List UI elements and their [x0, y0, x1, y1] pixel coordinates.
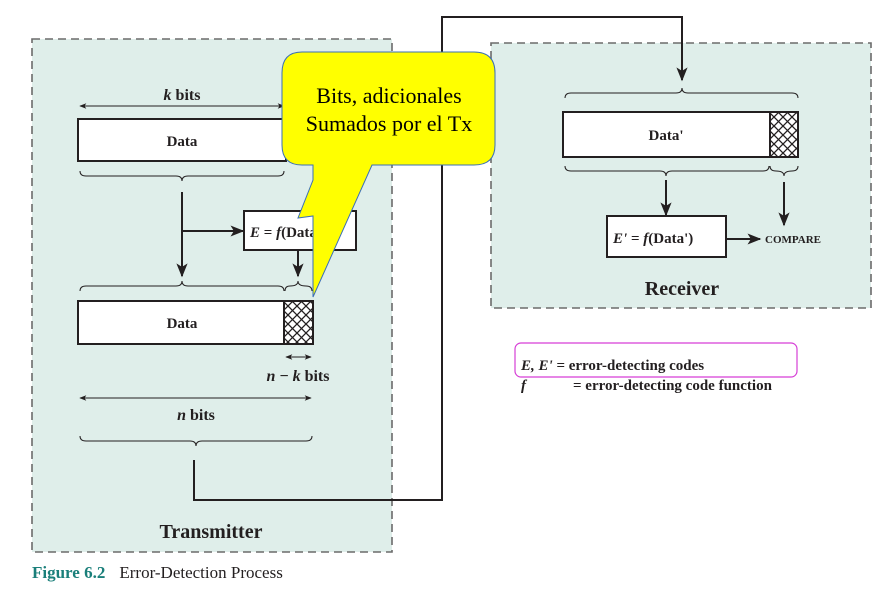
callout-bubble: Bits, adicionales Sumados por el Tx [281, 51, 496, 298]
codeword-data-brace [79, 280, 285, 292]
n-bits-label: n bits [177, 407, 215, 424]
n-bits-brace [79, 435, 313, 447]
received-check-brace [769, 165, 799, 177]
received-check-bits [769, 111, 799, 158]
callout-line-1: Bits, adicionales [316, 83, 461, 108]
callout-line-2: Sumados por el Tx [306, 111, 472, 136]
transmission-path [193, 16, 688, 501]
decoder-function-label: E' = f(Data') [612, 231, 693, 247]
receiver-panel [490, 42, 872, 309]
input-data-box [77, 118, 287, 162]
decoder-function-box [606, 215, 727, 258]
figure-title: Error-Detection Process [119, 563, 282, 582]
codeword-data-box [77, 300, 285, 345]
codeword-check-bits [283, 300, 314, 345]
n-minus-k-bits-label: n − k bits [267, 368, 330, 385]
received-data-label: Data' [649, 128, 684, 144]
received-frame-brace [564, 87, 799, 99]
compare-label: COMPARE [765, 234, 821, 246]
input-data-brace [79, 170, 285, 182]
k-bits-label: k bits [164, 87, 201, 104]
legend-highlight-box [514, 342, 798, 378]
callout-shape [281, 51, 496, 298]
input-data-label: Data [167, 134, 198, 150]
transmitter-label: Transmitter [160, 521, 263, 543]
figure-caption: Figure 6.2 Error-Detection Process [32, 563, 283, 582]
codeword-check-brace [284, 280, 313, 292]
legend-row-function: = error-detecting code function [573, 378, 773, 394]
codeword-data-label: Data [167, 316, 198, 332]
encoder-function-label: E = f(Data) [249, 225, 322, 241]
receiver-label: Receiver [645, 278, 720, 300]
legend-row-codes: E, E' = error-detecting codes [520, 358, 704, 374]
legend-row-function-symbol: f [521, 378, 528, 394]
figure-number: Figure 6.2 [32, 563, 105, 582]
received-data-brace [564, 165, 770, 177]
